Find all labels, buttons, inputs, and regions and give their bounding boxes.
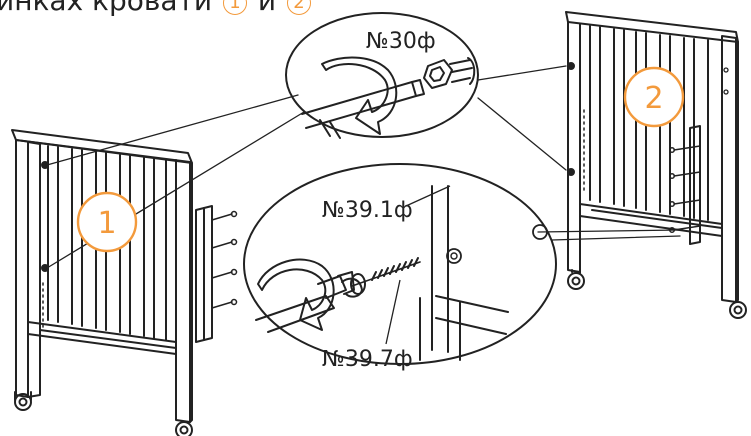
lower-detail-callout bbox=[243, 163, 681, 365]
instruction-heading: инках кровати 1 и 2 bbox=[0, 0, 313, 17]
left-side-screws bbox=[211, 210, 238, 309]
heading-join: и bbox=[257, 0, 277, 17]
badge-panel-2-label: 2 bbox=[644, 81, 663, 116]
badge-panel-2 bbox=[623, 66, 685, 128]
right-pin-upper bbox=[567, 62, 575, 70]
badge-panel-1-label: 1 bbox=[97, 206, 116, 241]
panel-badges: 1 2 bbox=[76, 66, 685, 253]
part-number-39-1: №39.1ф bbox=[322, 198, 413, 223]
badge-panel-1 bbox=[76, 191, 138, 253]
part-number-39-7: №39.7ф bbox=[322, 347, 413, 372]
part-number-30: №30ф bbox=[366, 29, 436, 54]
heading-text: инках кровати bbox=[0, 0, 213, 17]
right-pin-lower bbox=[567, 168, 575, 176]
left-headboard bbox=[11, 129, 213, 436]
right-headboard bbox=[565, 11, 747, 319]
